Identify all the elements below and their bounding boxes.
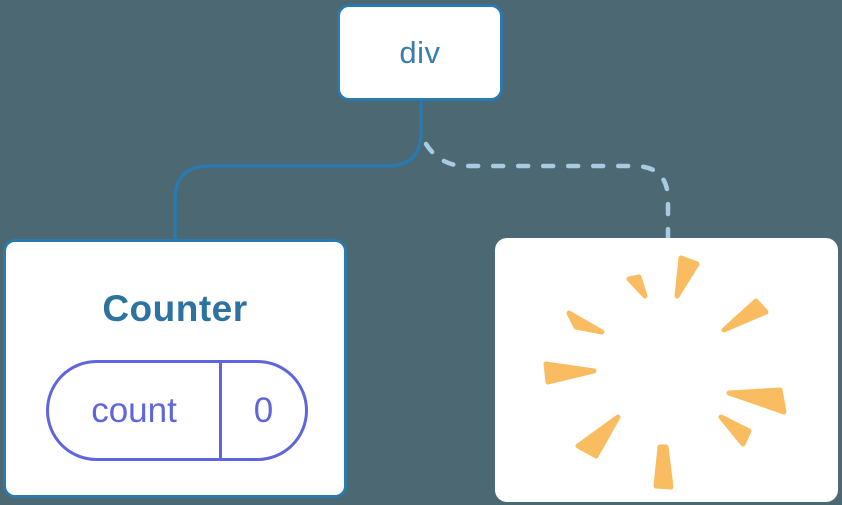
poof-ray: [566, 310, 605, 335]
poof-burst-icon: [543, 255, 787, 490]
poof-ray: [575, 414, 621, 459]
counter-component-node: Counter count 0: [3, 239, 347, 498]
poof-ray: [721, 298, 769, 333]
poof-ray: [653, 444, 674, 490]
removed-component-node: [495, 238, 838, 502]
poof-ray: [726, 387, 787, 415]
root-node-label: div: [399, 34, 441, 70]
poof-ray: [543, 361, 597, 385]
dashed-link-parent-to-removed: [423, 141, 671, 241]
state-pill: count 0: [46, 360, 308, 461]
poof-ray: [626, 274, 648, 299]
poof-ray: [718, 414, 752, 447]
state-value-label: 0: [253, 390, 274, 430]
solid-link-parent-to-counter: [173, 101, 423, 240]
root-node-div: div: [337, 4, 503, 101]
poof-ray: [674, 255, 700, 299]
counter-title: Counter: [102, 288, 248, 329]
state-key-label: count: [49, 363, 222, 458]
